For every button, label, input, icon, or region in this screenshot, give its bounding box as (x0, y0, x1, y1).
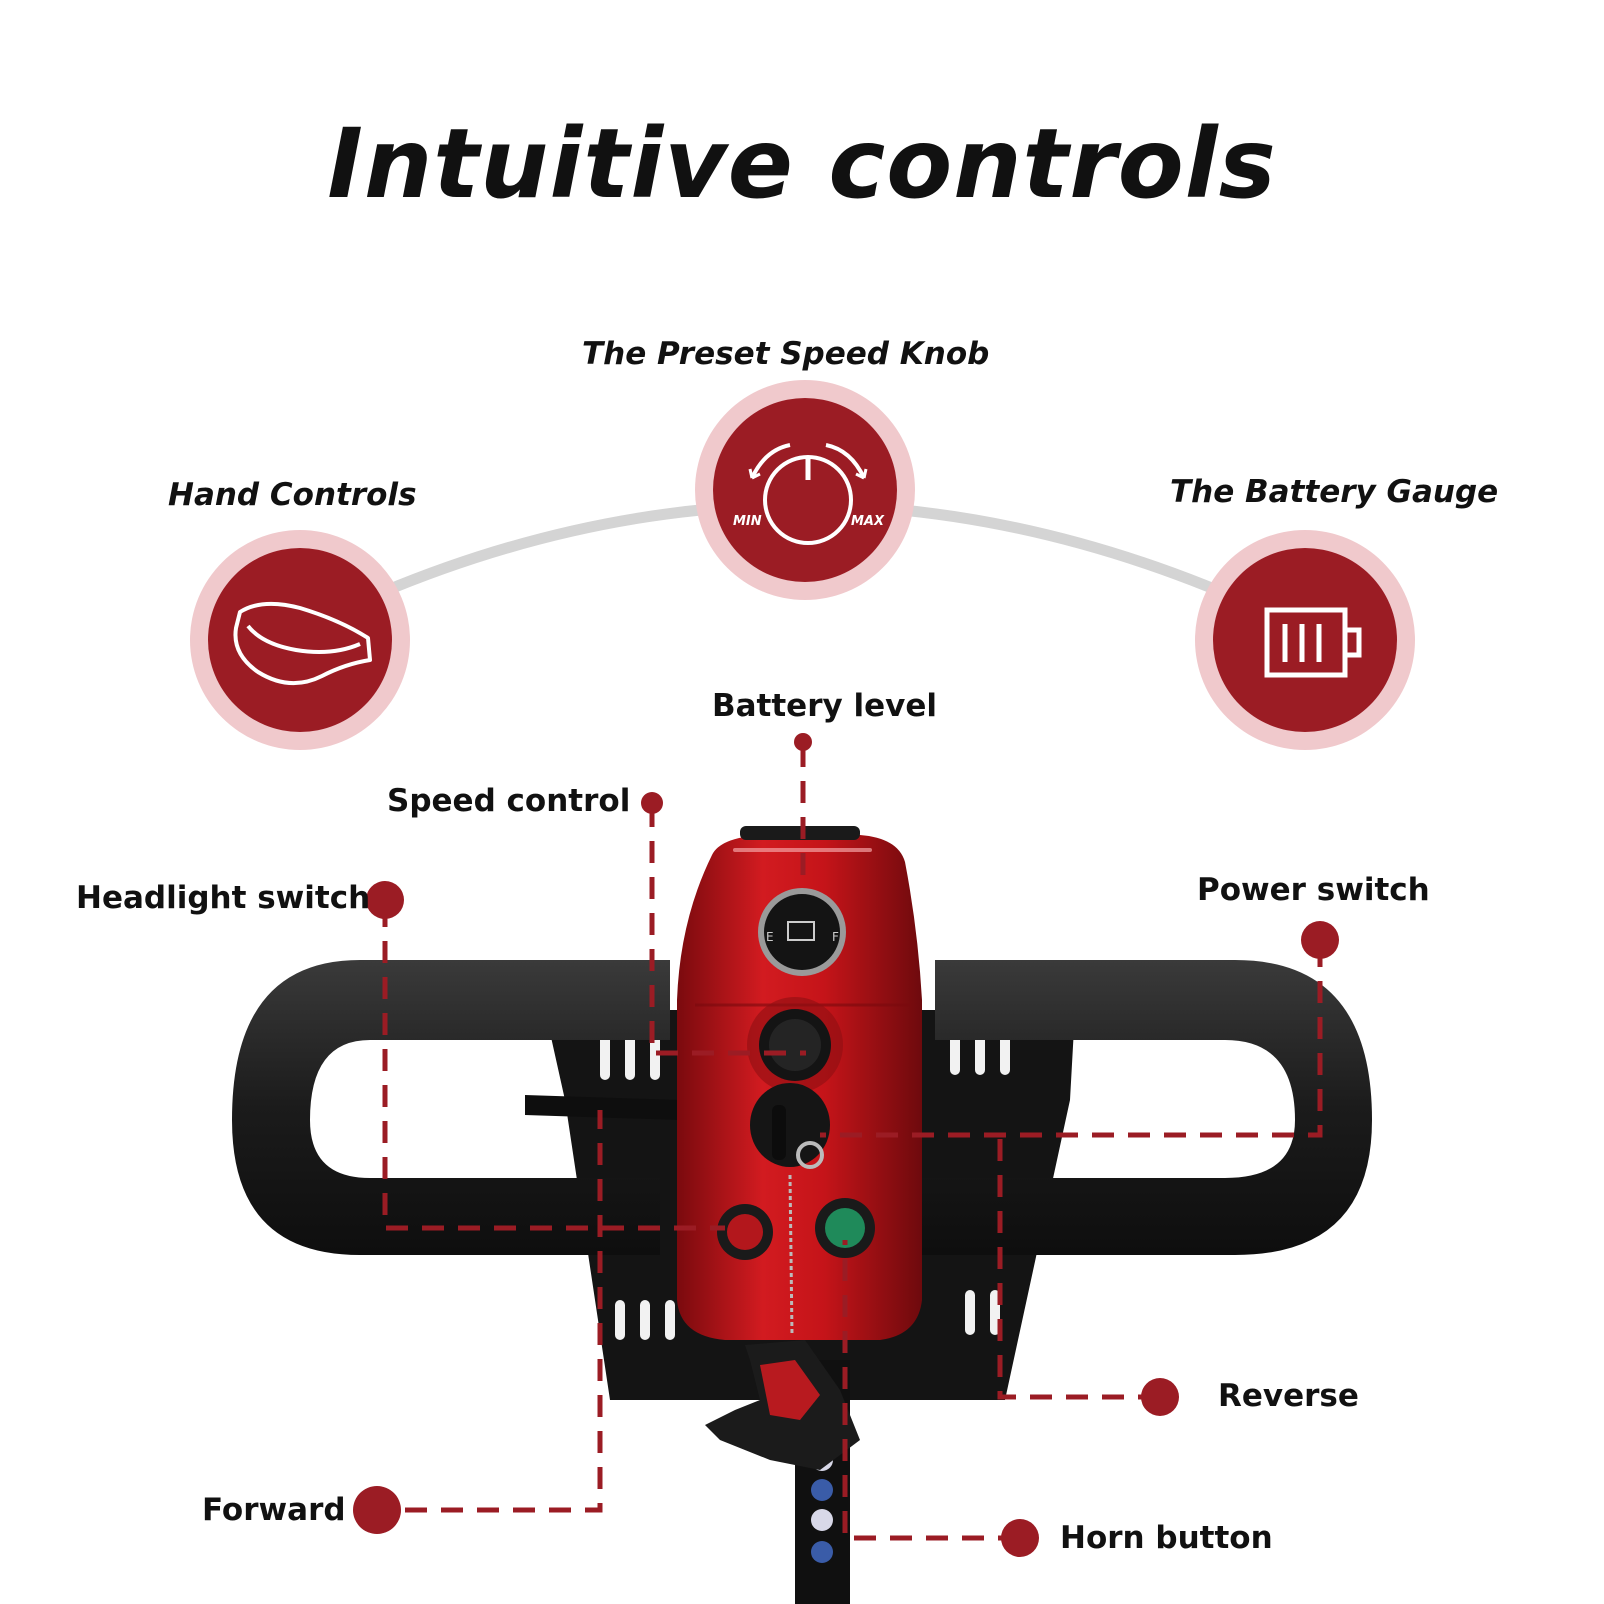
hand-controls-badge (190, 530, 410, 750)
power-switch-line (820, 945, 1323, 1138)
key-fob (705, 1174, 860, 1470)
reverse-dot (1141, 1378, 1179, 1416)
reverse-line (997, 1130, 1160, 1400)
callout-reverse: Reverse (1218, 1378, 1359, 1414)
headlight-line (382, 905, 725, 1231)
forward-dot (353, 1486, 401, 1534)
callout-horn-button: Horn button (1060, 1520, 1273, 1556)
handlebar (232, 960, 670, 1255)
feature-label-hand-controls: Hand Controls (168, 477, 417, 513)
callout-headlight-switch: Headlight switch (76, 880, 371, 916)
battery-icon (1264, 607, 1362, 678)
gauge-empty-label: E (766, 930, 774, 944)
horn-button-graphic (815, 1198, 875, 1258)
horn-dot (1001, 1519, 1039, 1557)
speed-control-knob (747, 997, 843, 1093)
callout-power-switch: Power switch (1197, 872, 1430, 908)
knob-max-label: MAX (851, 514, 885, 529)
speed-dial-icon (748, 443, 868, 545)
callout-dots (353, 733, 1339, 1557)
speed-knob-badge: MIN MAX (695, 380, 915, 600)
callout-forward: Forward (202, 1492, 346, 1528)
callout-lines (382, 745, 1323, 1541)
knob-min-label: MIN (733, 514, 762, 529)
handlebar-grip-icon (233, 601, 372, 686)
headlight-dot (366, 881, 404, 919)
horn-line (842, 1240, 1020, 1541)
battery-level-gauge: E F (758, 888, 846, 976)
power-key-switch (750, 1083, 830, 1169)
speed-control-dot (641, 792, 663, 814)
callout-battery-level: Battery level (712, 688, 938, 724)
page-title: Intuitive controls (327, 108, 1277, 220)
forward-line (405, 1110, 603, 1513)
gauge-full-label: F (832, 930, 839, 944)
power-switch-dot (1301, 921, 1339, 959)
feature-label-battery-gauge: The Battery Gauge (1170, 474, 1499, 510)
callout-speed-control: Speed control (387, 783, 631, 819)
headlight-button (717, 1204, 773, 1260)
speed-control-line (649, 805, 806, 1056)
handlebar (915, 960, 1372, 1255)
feature-label-speed-knob: The Preset Speed Knob (582, 336, 990, 372)
battery-gauge-badge (1195, 530, 1415, 750)
battery-level-dot (794, 733, 812, 751)
